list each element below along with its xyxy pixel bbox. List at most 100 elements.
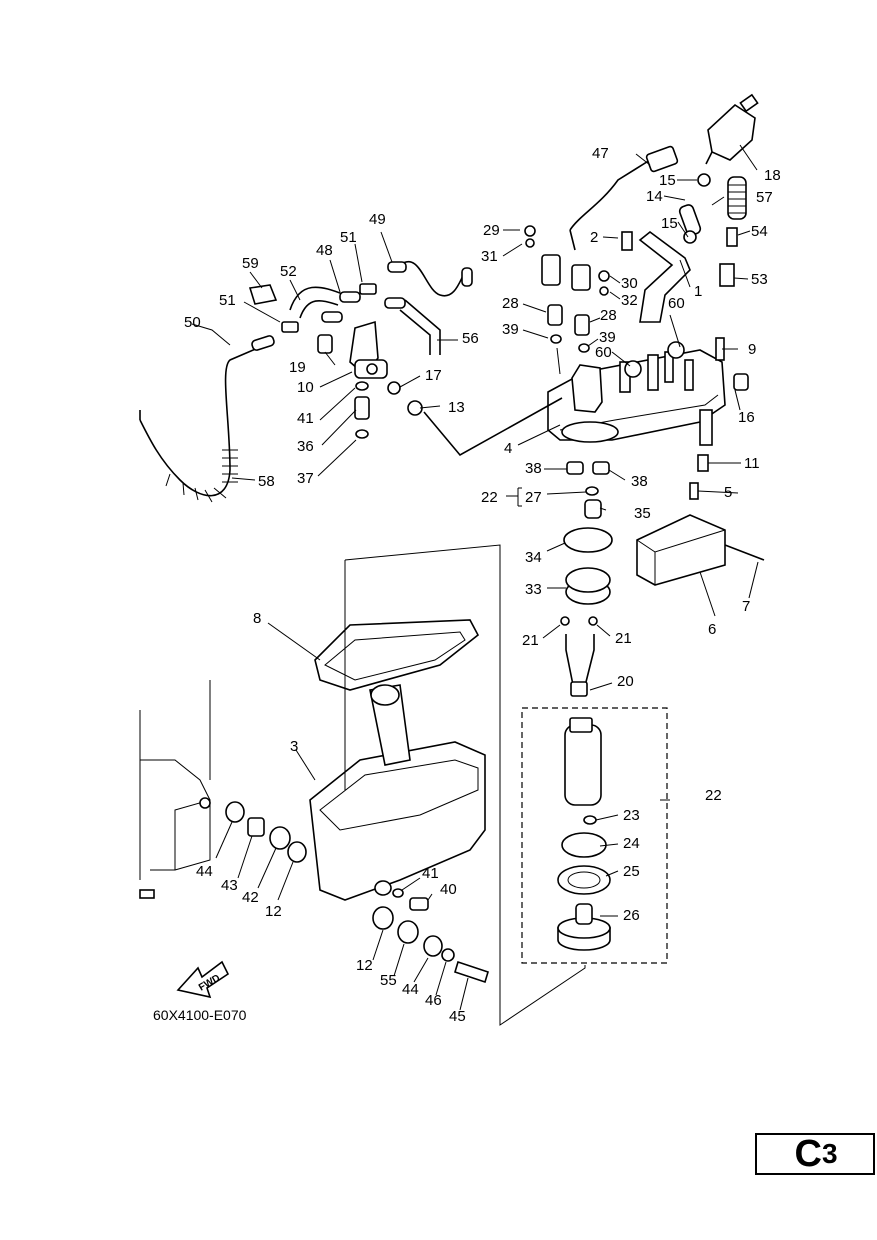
label-24: 24 bbox=[623, 835, 640, 852]
label-17: 17 bbox=[425, 367, 442, 384]
label-20: 20 bbox=[617, 673, 634, 690]
fuel-pump-wires-20-21 bbox=[560, 616, 598, 697]
label-27: 27 bbox=[525, 489, 542, 506]
separator-body-3 bbox=[309, 684, 486, 901]
label-9: 9 bbox=[748, 341, 756, 358]
wire-harness-47 bbox=[569, 145, 679, 231]
label-18: 18 bbox=[764, 167, 781, 184]
label-12-left: 12 bbox=[265, 903, 282, 920]
label-47: 47 bbox=[592, 145, 609, 162]
label-54: 54 bbox=[751, 223, 768, 240]
small-parts-27-35 bbox=[584, 486, 602, 519]
section-letter: C bbox=[794, 1132, 821, 1175]
fwd-arrow: FWD bbox=[176, 960, 230, 999]
label-59: 59 bbox=[242, 255, 259, 272]
label-22-right: 22 bbox=[705, 787, 722, 804]
label-48: 48 bbox=[316, 242, 333, 259]
bracket-outline bbox=[139, 680, 211, 899]
label-39-left: 39 bbox=[502, 321, 519, 338]
leader-connectors bbox=[344, 544, 586, 1026]
label-15-top: 15 bbox=[659, 172, 676, 189]
label-7: 7 bbox=[742, 598, 750, 615]
label-56: 56 bbox=[462, 330, 479, 347]
bracket-1 bbox=[638, 230, 691, 323]
label-28-left: 28 bbox=[502, 295, 519, 312]
fuel-hose-57 bbox=[727, 176, 747, 220]
label-57: 57 bbox=[756, 189, 773, 206]
label-29: 29 bbox=[483, 222, 500, 239]
label-5: 5 bbox=[724, 484, 732, 501]
small-hose-14 bbox=[678, 173, 711, 244]
gasket-8 bbox=[314, 619, 480, 691]
diagram-code: 60X4100-E070 bbox=[153, 1007, 247, 1023]
label-35: 35 bbox=[634, 505, 651, 522]
label-21-right: 21 bbox=[615, 630, 632, 647]
label-39-right: 39 bbox=[599, 329, 616, 346]
label-15-bottom: 15 bbox=[661, 215, 678, 232]
label-25: 25 bbox=[623, 863, 640, 880]
label-22-left: 22 bbox=[481, 489, 498, 506]
label-46: 46 bbox=[425, 992, 442, 1009]
label-58: 58 bbox=[258, 473, 275, 490]
label-8: 8 bbox=[253, 610, 261, 627]
label-32: 32 bbox=[621, 292, 638, 309]
label-44-bottom: 44 bbox=[402, 981, 419, 998]
leader-lines bbox=[191, 144, 759, 1011]
label-34: 34 bbox=[525, 549, 542, 566]
control-unit-6 bbox=[636, 514, 765, 586]
vapor-separator-cover bbox=[547, 349, 726, 446]
label-52: 52 bbox=[280, 263, 297, 280]
label-23: 23 bbox=[623, 807, 640, 824]
holder-33 bbox=[565, 567, 611, 605]
label-53: 53 bbox=[751, 271, 768, 288]
section-number: 3 bbox=[821, 1138, 838, 1169]
label-42: 42 bbox=[242, 889, 259, 906]
sensor-connectors bbox=[541, 229, 591, 291]
seals-38 bbox=[566, 461, 610, 475]
label-37: 37 bbox=[297, 470, 314, 487]
label-21-left: 21 bbox=[522, 632, 539, 649]
label-40: 40 bbox=[440, 881, 457, 898]
fittings-36-37-41-17-13-19 bbox=[317, 334, 563, 457]
fuel-filter bbox=[705, 93, 759, 165]
label-41-bottom: 41 bbox=[422, 865, 439, 882]
label-36: 36 bbox=[297, 438, 314, 455]
label-38-left: 38 bbox=[525, 460, 542, 477]
label-49: 49 bbox=[369, 211, 386, 228]
label-33: 33 bbox=[525, 581, 542, 598]
label-4: 4 bbox=[504, 440, 512, 457]
label-44-left: 44 bbox=[196, 863, 213, 880]
regulator-10 bbox=[349, 320, 388, 379]
label-6: 6 bbox=[708, 621, 716, 638]
hose-58-50 bbox=[139, 335, 275, 503]
label-10: 10 bbox=[297, 379, 314, 396]
label-31: 31 bbox=[481, 248, 498, 265]
o-ring-34 bbox=[563, 527, 613, 553]
drain-parts-left bbox=[225, 801, 307, 863]
label-12-bottom: 12 bbox=[356, 957, 373, 974]
label-51-top: 51 bbox=[340, 229, 357, 246]
label-30: 30 bbox=[621, 275, 638, 292]
label-3: 3 bbox=[290, 738, 298, 755]
label-60-bottom: 60 bbox=[595, 344, 612, 361]
label-41-top: 41 bbox=[297, 410, 314, 427]
label-26: 26 bbox=[623, 907, 640, 924]
label-14: 14 bbox=[646, 188, 663, 205]
label-13: 13 bbox=[448, 399, 465, 416]
label-60-top: 60 bbox=[668, 295, 685, 312]
part-labels: 47 18 15 14 57 15 29 2 54 31 53 30 1 32 … bbox=[184, 145, 781, 1025]
label-28-right: 28 bbox=[600, 307, 617, 324]
label-38-right: 38 bbox=[631, 473, 648, 490]
label-1: 1 bbox=[694, 283, 702, 300]
fuel-pump-kit-22 bbox=[521, 707, 668, 964]
label-45: 45 bbox=[449, 1008, 466, 1025]
label-51-left: 51 bbox=[219, 292, 236, 309]
label-11: 11 bbox=[744, 455, 760, 472]
label-2: 2 bbox=[590, 229, 598, 246]
label-19: 19 bbox=[289, 359, 306, 376]
label-55: 55 bbox=[380, 972, 397, 989]
label-50: 50 bbox=[184, 314, 201, 331]
label-16: 16 bbox=[738, 409, 755, 426]
